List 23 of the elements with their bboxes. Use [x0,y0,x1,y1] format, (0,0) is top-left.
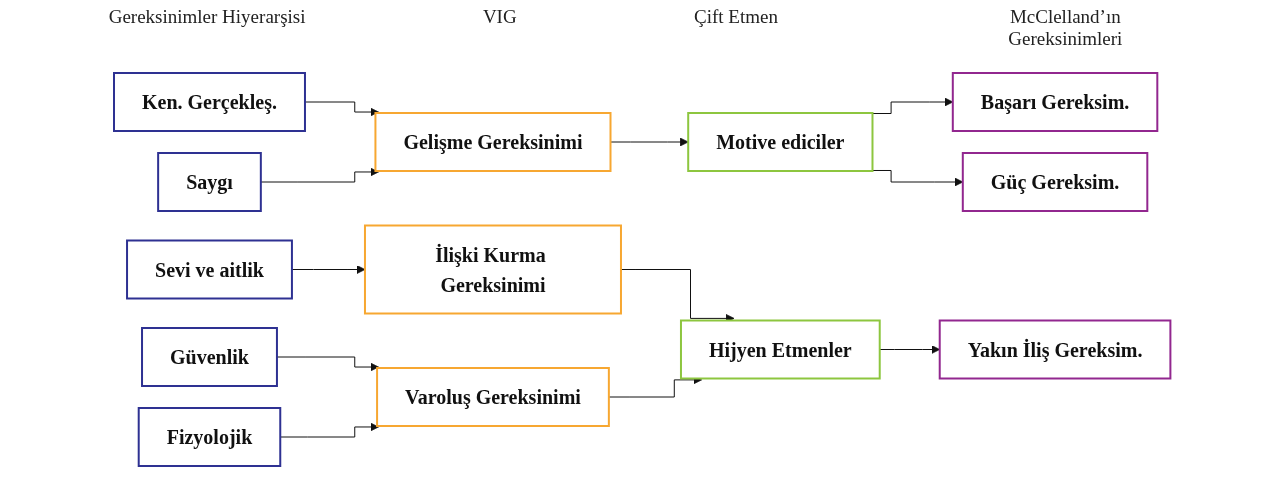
node-box: Güç Gereksim. [961,152,1149,212]
node-box: Güvenlik [140,327,278,387]
column-heading: Gereksinimler Hiyerarşisi [108,6,306,28]
arrow [276,356,379,372]
node-box: Başarı Gereksim. [951,72,1159,132]
column-heading: VIG [482,6,517,28]
arrow [871,170,963,187]
arrow [304,101,379,117]
node-box: Yakın İliş Gereksim. [938,319,1172,380]
node-box: Fizyolojik [137,407,282,467]
arrow [260,167,379,183]
arrow [871,97,953,114]
node-box: Motive ediciler [687,112,874,172]
node-box: Varoluş Gereksinimi [375,367,610,427]
node-box: Sevi ve aitlik [125,239,293,300]
node-box: İlişki Kurma Gereksinimi [363,224,622,315]
node-box: Hijyen Etmenler [679,319,881,380]
node-box: Gelişme Gereksinimi [374,112,612,172]
node-box: Ken. Gerçekleş. [112,72,306,132]
arrow [879,345,940,354]
node-box: Saygı [156,152,262,212]
column-heading: McClelland’ın Gereksinimleri [1007,6,1124,50]
column-heading: Çift Etmen [694,6,778,28]
